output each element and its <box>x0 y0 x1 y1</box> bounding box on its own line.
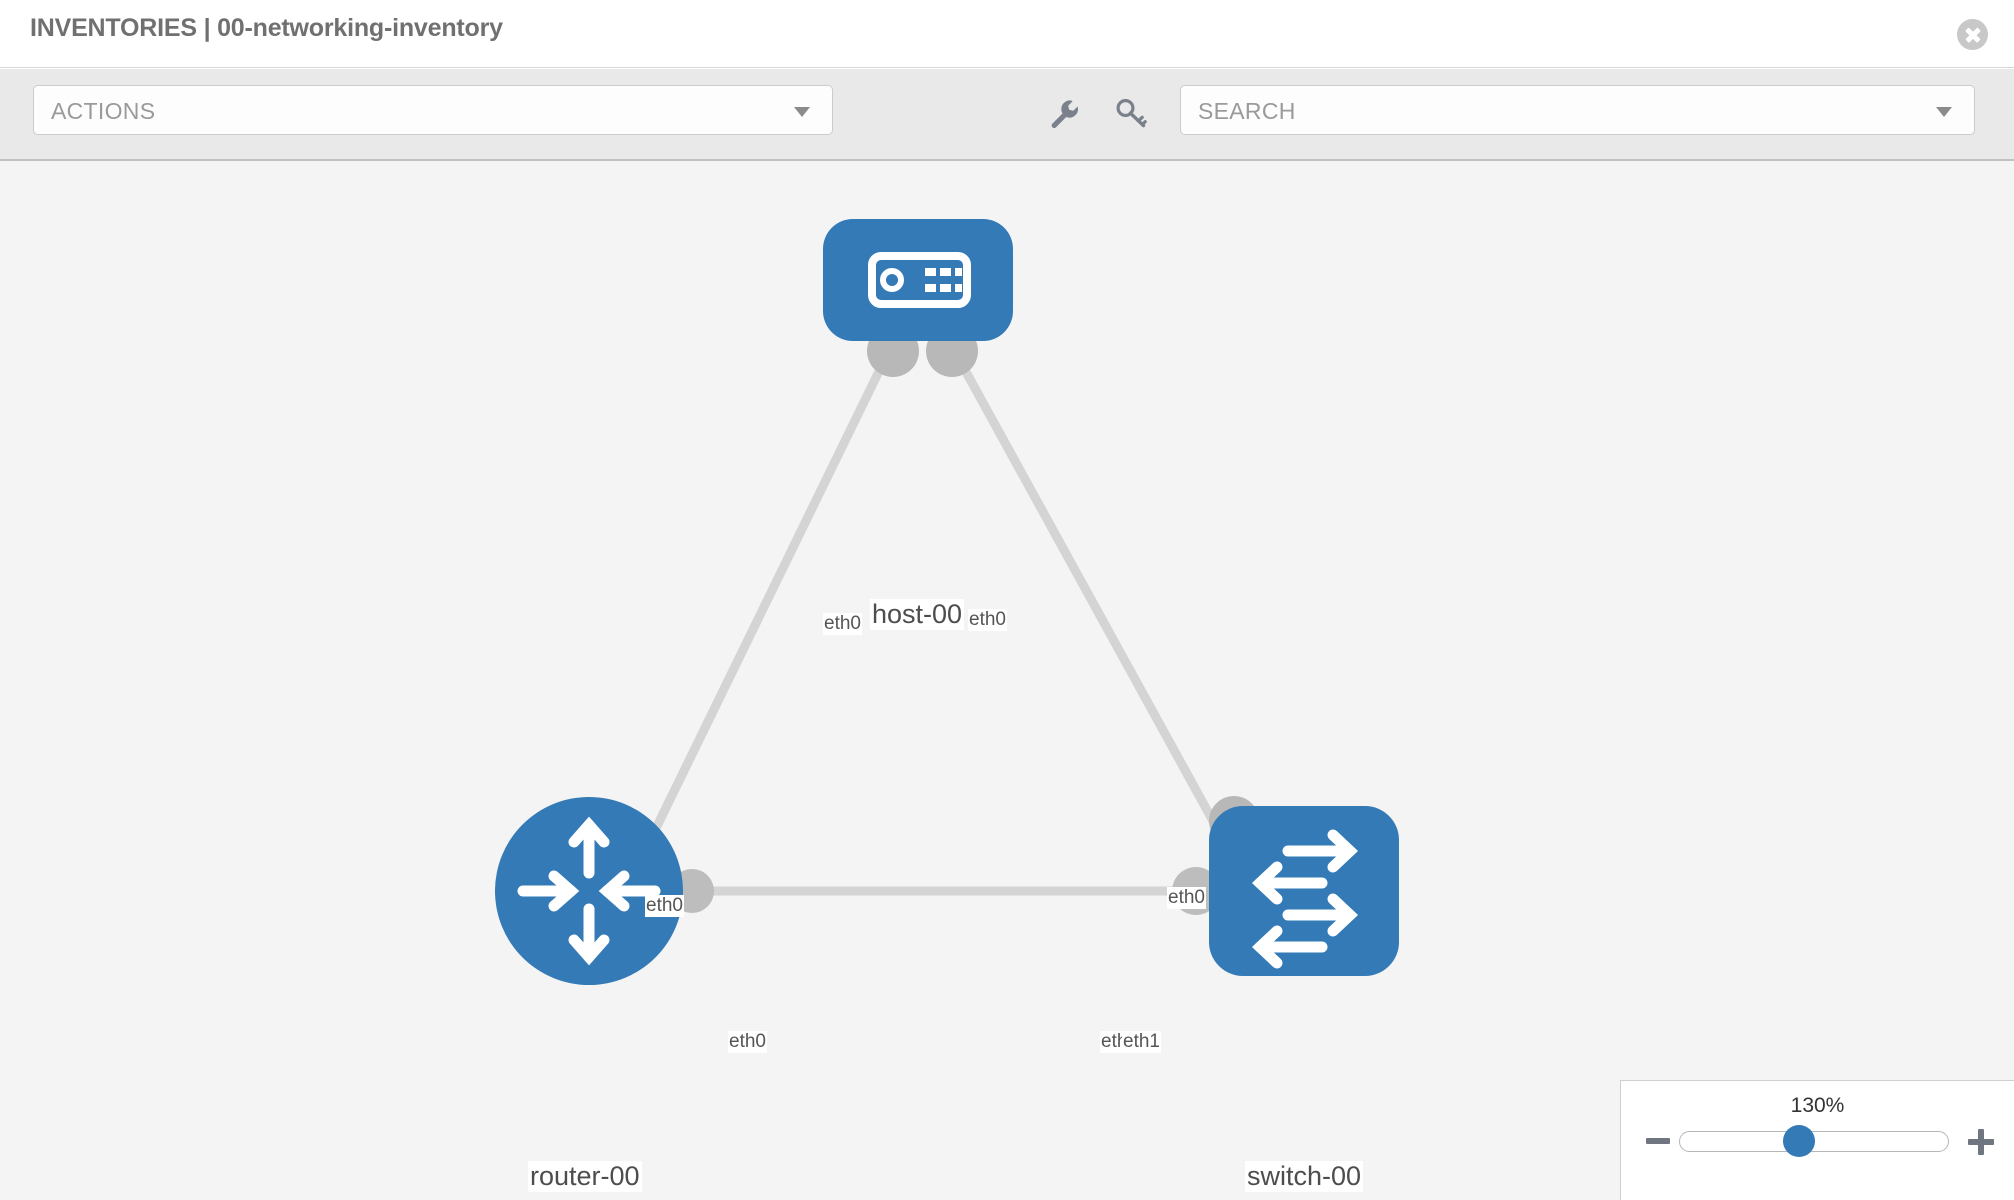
page-header: INVENTORIES | 00-networking-inventory <box>0 0 2014 68</box>
key-icon[interactable] <box>1113 96 1147 130</box>
node-label-router-00: router-00 <box>528 1161 642 1193</box>
link-host-router[interactable] <box>635 359 889 863</box>
server-icon <box>868 252 971 308</box>
iface-label-router-right: eth0 <box>728 1031 767 1053</box>
iface-label-host-left: eth0 <box>823 613 862 635</box>
plus-icon-bar-v <box>1978 1129 1984 1155</box>
search-input[interactable]: SEARCH <box>1180 85 1975 135</box>
zoom-level-value: 130% <box>1790 1094 1845 1117</box>
router-arrows-icon <box>517 816 661 966</box>
node-switch-00[interactable] <box>1209 806 1399 976</box>
topology-links <box>635 358 1240 896</box>
close-icon[interactable] <box>1957 19 1988 50</box>
minus-icon-bar <box>1646 1138 1670 1144</box>
node-label-host-00: host-00 <box>870 599 965 631</box>
node-router-00[interactable] <box>495 797 683 985</box>
topology-graph <box>495 219 1399 985</box>
plus-icon[interactable] <box>1968 1129 1994 1155</box>
chevron-down-icon <box>794 107 810 117</box>
iface-label-host-right: eth0 <box>968 609 1007 631</box>
node-host-00[interactable] <box>823 219 1013 341</box>
search-placeholder: SEARCH <box>1198 98 1296 124</box>
switch-arrows-icon <box>1251 829 1359 969</box>
minus-icon[interactable] <box>1646 1129 1670 1153</box>
iface-label-router-up: eth0 <box>645 895 684 917</box>
zoom-control-panel: 130% <box>1620 1080 2014 1200</box>
zoom-slider-thumb[interactable] <box>1783 1125 1815 1157</box>
node-label-switch-00: switch-00 <box>1245 1161 1364 1193</box>
page-title: INVENTORIES | 00-networking-inventory <box>30 14 503 42</box>
topology-canvas[interactable]: host-00 router-00 switch-00 eth0 eth0 et… <box>0 161 2014 1200</box>
actions-dropdown-label: ACTIONS <box>51 98 156 124</box>
iface-label-switch-left: eth1 <box>1122 1031 1161 1053</box>
wrench-icon[interactable] <box>1047 96 1081 130</box>
chevron-down-icon[interactable] <box>1936 107 1952 117</box>
iface-label-switch-up: eth0 <box>1167 887 1206 909</box>
actions-dropdown[interactable]: ACTIONS <box>33 85 833 135</box>
link-host-switch[interactable] <box>956 358 1239 864</box>
